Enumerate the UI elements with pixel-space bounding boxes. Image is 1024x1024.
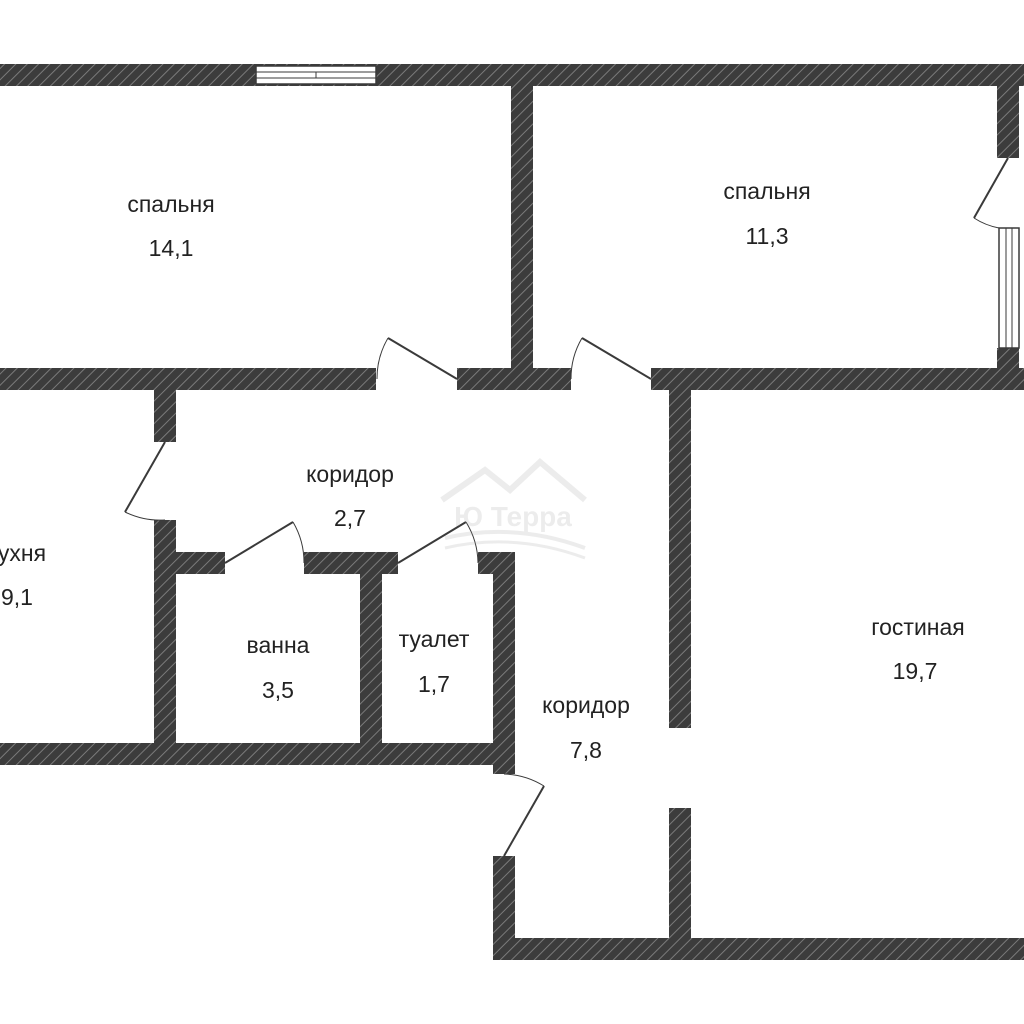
- room-area: 3,5: [262, 677, 294, 703]
- wall-kitchen-top: [154, 390, 176, 442]
- room-bath: ванна 3,5: [247, 632, 310, 703]
- wall-bath-top-2: [304, 552, 398, 574]
- door-entrance: [503, 773, 545, 857]
- room-living: гостиная 19,7: [871, 614, 965, 684]
- wall-mid-1: [0, 368, 376, 390]
- room-area: 19,7: [893, 658, 938, 684]
- room-area: 9,1: [1, 584, 33, 610]
- watermark-mountain-icon: [440, 457, 587, 503]
- room-name: коридор: [306, 461, 394, 487]
- wall-bath-top-1: [176, 552, 225, 574]
- room-wc: туалет 1,7: [399, 626, 470, 697]
- room-area: 7,8: [570, 737, 602, 763]
- room-name: туалет: [399, 626, 470, 652]
- room-corridor-small: коридор 2,7: [306, 461, 394, 531]
- door-bedroom-2: [570, 337, 652, 380]
- wall-bottom: [493, 938, 1024, 960]
- wall-wc-right: [493, 574, 515, 774]
- door-wc: [397, 521, 479, 564]
- wall-living-left-2: [669, 808, 691, 958]
- wall-bath-wc: [360, 574, 382, 744]
- wall-top: [0, 64, 1024, 86]
- window-top: [255, 65, 377, 85]
- wall-wc-top: [478, 552, 515, 574]
- wall-mid-3: [651, 368, 1024, 390]
- wall-bedroom-divider: [511, 86, 533, 368]
- window-right: [998, 227, 1020, 349]
- door-bath: [224, 521, 305, 564]
- room-name: ванна: [247, 632, 310, 658]
- room-name: гостиная: [871, 614, 965, 640]
- door-bedroom-1: [376, 337, 458, 380]
- watermark: Ю Терра: [440, 457, 587, 560]
- room-area: 1,7: [418, 671, 450, 697]
- door-kitchen: [124, 441, 166, 521]
- wall-kitchen-bottom: [154, 520, 176, 765]
- room-area: 14,1: [149, 235, 194, 261]
- room-area: 11,3: [745, 223, 788, 249]
- wall-bottom-left: [0, 743, 515, 765]
- room-area: 2,7: [334, 505, 366, 531]
- door-bedroom-2-right: [973, 157, 1009, 229]
- wall-entrance: [493, 856, 515, 959]
- room-name: коридор: [542, 692, 630, 718]
- room-corridor-main: коридор 7,8: [542, 692, 630, 763]
- room-name: спальня: [723, 178, 810, 204]
- room-kitchen: ухня 9,1: [0, 540, 46, 610]
- wall-right-lower: [997, 348, 1019, 368]
- wall-mid-2: [457, 368, 571, 390]
- room-name: спальня: [127, 191, 214, 217]
- wall-living-left-1: [669, 390, 691, 728]
- wall-right-top: [997, 86, 1019, 158]
- room-bedroom-1: спальня 14,1: [127, 191, 214, 261]
- room-bedroom-2: спальня 11,3: [723, 178, 810, 249]
- room-name: ухня: [0, 540, 46, 566]
- walls: [0, 64, 1024, 960]
- watermark-brand: Ю Терра: [454, 501, 572, 532]
